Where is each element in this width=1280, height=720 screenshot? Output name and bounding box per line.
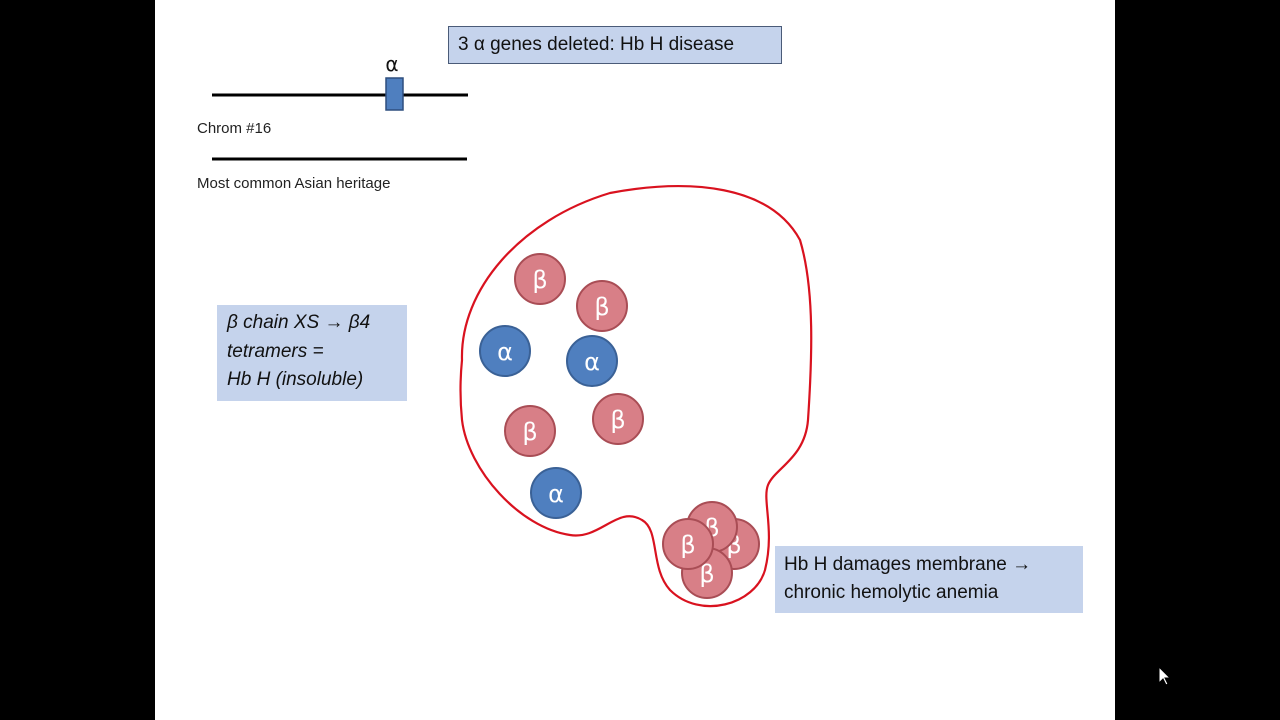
beta-label: β xyxy=(532,266,547,294)
beta-chain: β xyxy=(514,253,566,305)
alpha-gene-marker xyxy=(385,77,404,111)
alpha-chain: α xyxy=(566,335,618,387)
mouse-cursor-icon xyxy=(1158,665,1172,686)
beta-chain: β xyxy=(592,393,644,445)
beta-label: β xyxy=(680,531,695,559)
beta-label: β xyxy=(699,560,714,588)
alpha-label: α xyxy=(548,480,564,508)
beta-label: β xyxy=(594,293,609,321)
chain-layer: β β β β α α α β xyxy=(479,253,760,599)
chromosome-label: Chrom #16 xyxy=(197,120,272,137)
note-line: Hb H damages membrane → xyxy=(784,554,1032,575)
membrane-damage-note: Hb H damages membrane → chronic hemolyti… xyxy=(775,546,1083,613)
beta4-tetramer: β β β β xyxy=(662,501,760,599)
beta-label: β xyxy=(610,406,625,434)
alpha-gene-label: α xyxy=(385,52,398,76)
note-line: β chain XS → β4 xyxy=(227,312,371,333)
beta-chain: β xyxy=(576,280,628,332)
alpha-chain: α xyxy=(479,325,531,377)
alpha-label: α xyxy=(584,348,600,376)
beta-tetramer-note: β chain XS → β4 tetramers = Hb H (insolu… xyxy=(217,305,407,401)
beta-chain: β xyxy=(662,518,714,570)
slide-title: 3 α genes deleted: Hb H disease xyxy=(448,26,782,64)
note-line: Hb H (insoluble) xyxy=(227,369,364,390)
alpha-label: α xyxy=(497,338,513,366)
note-line: chronic hemolytic anemia xyxy=(784,582,999,603)
beta-label: β xyxy=(522,418,537,446)
alpha-chain: α xyxy=(530,467,582,519)
red-cell-outline xyxy=(459,185,813,608)
heritage-label: Most common Asian heritage xyxy=(197,175,391,192)
beta-chain: β xyxy=(504,405,556,457)
note-line: tetramers = xyxy=(227,340,324,362)
